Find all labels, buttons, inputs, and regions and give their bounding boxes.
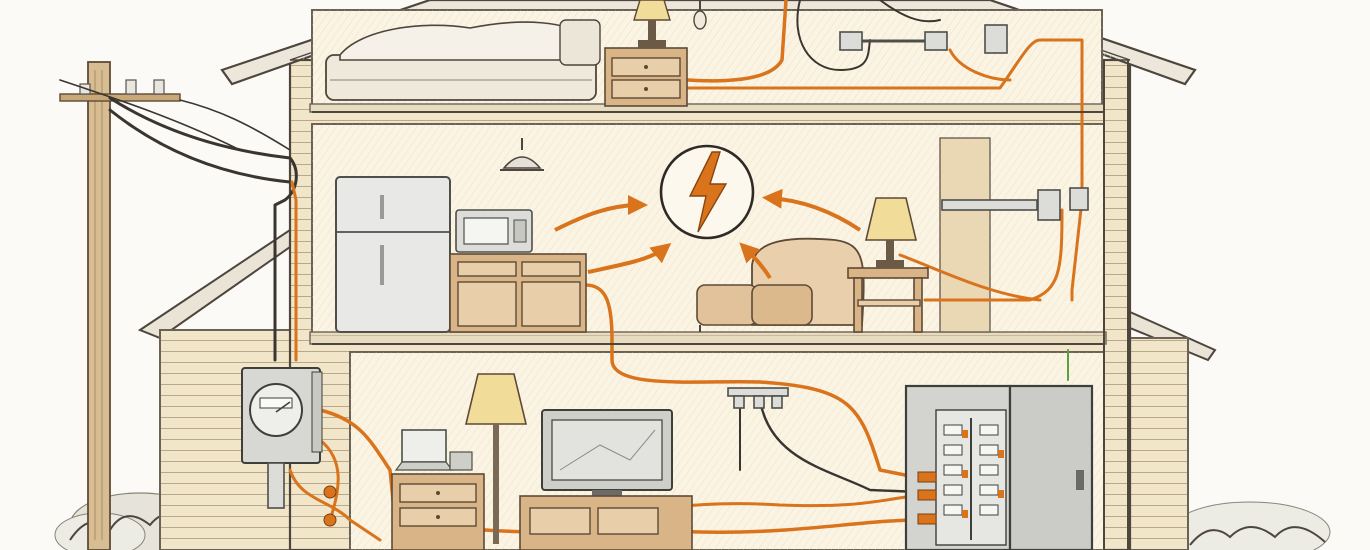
refrigerator [335,176,451,333]
laptop-icon [394,429,473,471]
panel-wire-terminals [917,430,1004,525]
attic-junction-boxes [839,24,1008,54]
ceiling-light-pull-icon [693,0,707,30]
bed [325,19,601,101]
wall-outlets [727,387,789,409]
attic-lamp-icon [633,0,671,48]
breaker-panel [904,384,1094,550]
electric-meter [241,367,323,464]
armchair [696,237,865,332]
right-annex [1127,310,1217,550]
utility-pole [59,61,181,550]
breaker-switches [943,418,999,540]
table-lamp-icon [864,197,918,268]
side-table [847,267,929,333]
service-drop-wires [59,79,298,362]
meter-conduit [267,462,337,527]
television [541,409,673,496]
basement-desk [391,473,485,550]
house-frame-lines [312,60,1129,550]
microwave [455,209,533,253]
wall-conduit-box [941,187,1089,221]
shrubs-right [1169,501,1331,550]
attic-nightstand [604,47,688,107]
lightning-bolt-icon [659,144,755,240]
tv-stand [519,495,693,550]
flow-arrows [554,188,862,280]
orange-circuit-wires [288,0,1084,542]
ceiling-lamp-icon [500,138,544,171]
floor-lamp-icon [464,373,528,544]
kitchen-cabinet [449,253,587,333]
